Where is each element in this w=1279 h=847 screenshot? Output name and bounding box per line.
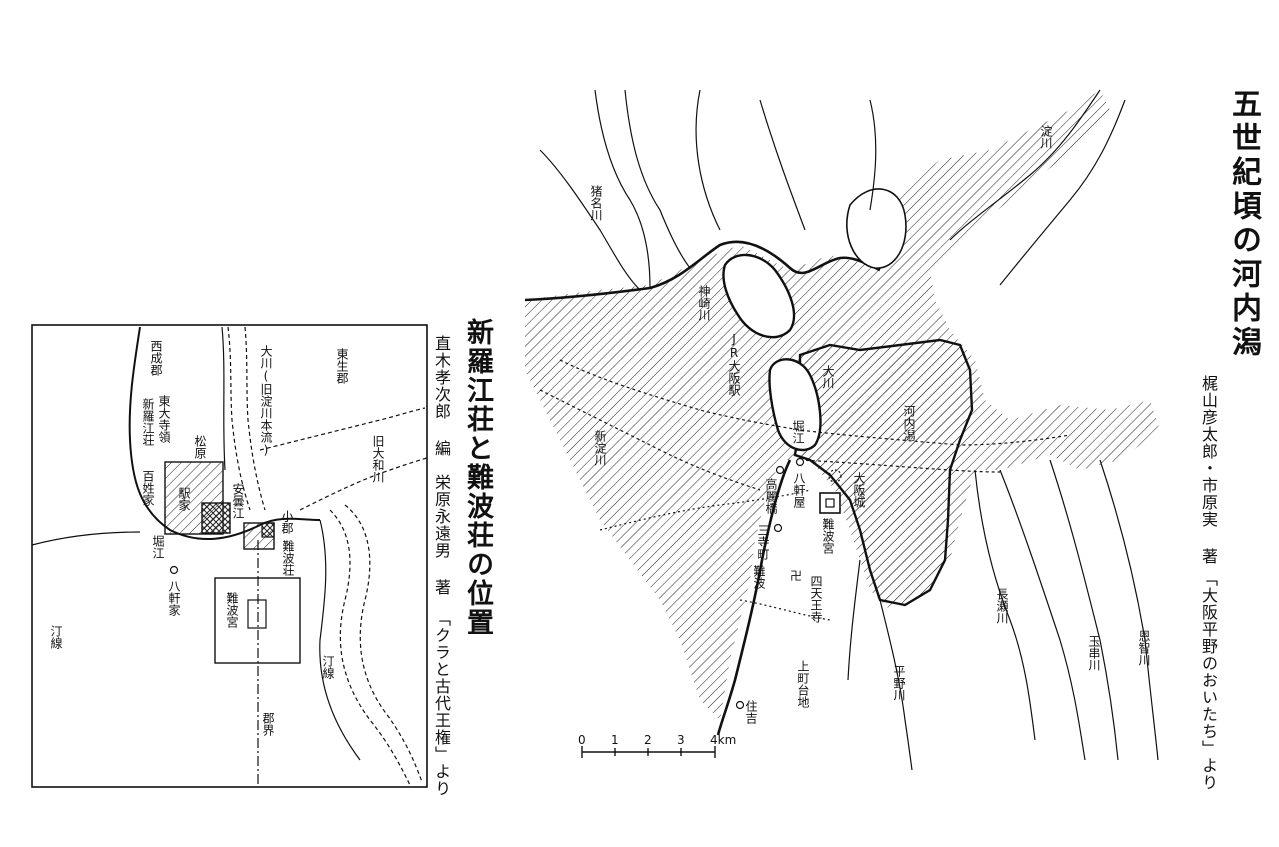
inset-map-credit-1: 直木孝次郎 編 栄原永遠男 著 <box>432 335 451 596</box>
scale-tick-3: 3 <box>677 733 685 747</box>
label-osaka-jo: 大阪城 <box>852 472 866 508</box>
label-hakkenya: 八軒屋 <box>792 472 806 508</box>
label-korai-bashi: 高麗橋 <box>764 478 778 514</box>
inset-map-credit-2: 「クラと古代王権」より <box>432 610 451 797</box>
lagoon-kawachi <box>793 338 974 607</box>
main-map-title: 五世紀頃の河内潟 <box>1226 88 1261 360</box>
inset-label-naniwa-miya: 難波宮 <box>225 592 239 628</box>
temple-mark: 卍 <box>790 569 803 583</box>
osaka-castle-mark <box>828 469 842 483</box>
scale-tick-2: 2 <box>644 733 652 747</box>
inset-label-ekika: 駅家 <box>177 487 191 511</box>
scale-tick-1: 1 <box>611 733 619 747</box>
main-map <box>524 89 1160 771</box>
label-naniwa: 難波 <box>752 565 766 589</box>
inset-label-naniwa-sho: 難波荘 <box>281 540 295 576</box>
inset-frame <box>31 324 428 788</box>
island-horie <box>768 358 822 452</box>
inset-label-gunkai: 郡界 <box>261 712 275 736</box>
label-tamakushigawa: 玉串川 <box>1087 635 1101 671</box>
inset-map <box>31 324 428 788</box>
label-shin-yodogawa: 新淀川 <box>593 430 607 466</box>
inset-label-todaiji: 東大寺領 <box>157 395 171 443</box>
inset-label-hakkenya: 八軒家 <box>167 580 181 616</box>
inset-label-ogori: 小郡 <box>280 510 294 534</box>
label-hiranogawa: 平野川 <box>892 665 906 701</box>
coastline-west <box>716 459 792 736</box>
label-onjigawa: 恩智川 <box>1137 630 1151 666</box>
label-jr-osaka: JR大阪駅 <box>727 332 741 396</box>
label-inagawa: 猪名川 <box>589 185 603 221</box>
inset-label-okawa: 大川(旧淀川本流) <box>259 345 273 457</box>
inset-label-shiragie: 新羅江荘 <box>141 398 155 446</box>
label-sumiyoshi: 住吉 <box>744 700 758 724</box>
main-map-credit-source: 「大阪平野のおいたち」より <box>1199 570 1218 791</box>
scale-bar <box>581 746 716 758</box>
label-okawa: 大川 <box>821 365 835 389</box>
inset-label-horie: 堀江 <box>151 535 165 559</box>
label-naniwa-miya: 難波宮 <box>821 518 835 554</box>
label-shitennoji: 四天王寺 <box>809 575 823 623</box>
label-sanjo-machi: 三寺町 <box>756 524 770 560</box>
inset-label-matsubara: 松原 <box>193 435 207 459</box>
main-map-credit-authors: 梶山彦太郎・市原実 著 <box>1199 375 1218 565</box>
scale-tick-4km: 4km <box>710 733 737 747</box>
inset-label-nishinari: 西成郡 <box>149 340 163 376</box>
label-kanzakigawa: 神崎川 <box>697 285 711 321</box>
label-kawachi-gata: 河内潟 <box>902 405 916 441</box>
inset-label-kyu-yamatogawa: 旧大和川 <box>371 435 385 483</box>
coastline-north <box>524 240 881 302</box>
island-2 <box>846 188 907 269</box>
inset-label-anjiue: 安曇江 <box>231 483 245 519</box>
inset-label-teisen-left: 汀線 <box>49 625 63 649</box>
inset-map-title: 新羅江荘と難波荘の位置 <box>462 318 493 637</box>
inset-label-teisen-right: 汀線 <box>321 655 335 679</box>
scale-tick-0: 0 <box>578 733 586 747</box>
label-yodogawa: 淀川 <box>1039 125 1053 149</box>
inset-label-higashinari: 東生郡 <box>335 348 349 384</box>
island-1 <box>722 253 796 339</box>
dashed-yodogawa <box>559 359 1071 446</box>
label-nagasegawa: 長瀬川 <box>995 588 1009 624</box>
label-uemachi: 上町台地 <box>796 660 810 708</box>
inset-label-hyakusho: 百姓家 <box>141 470 155 506</box>
label-horie: 堀江 <box>791 420 805 444</box>
